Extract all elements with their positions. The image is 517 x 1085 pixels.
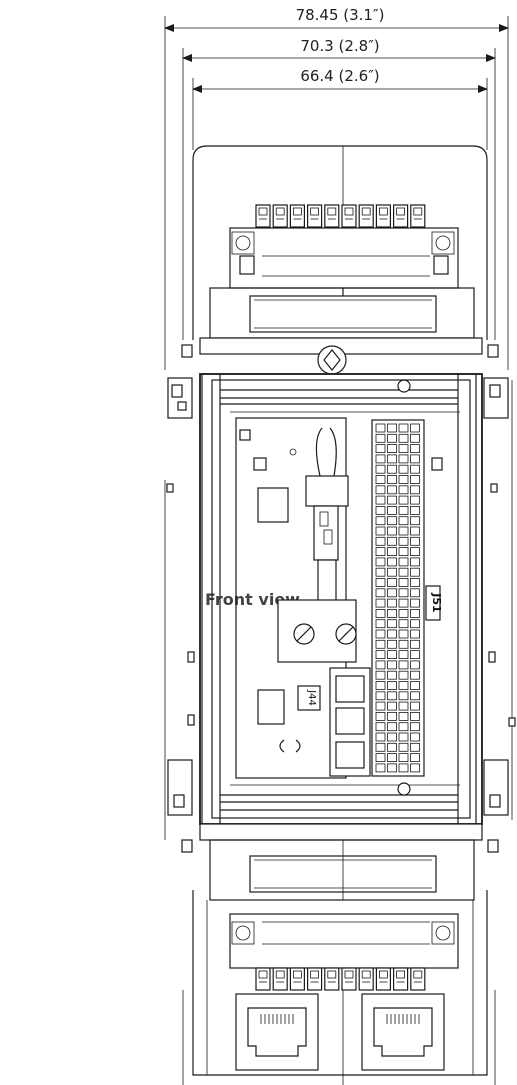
header-pin-grid: [375, 423, 420, 773]
dimension-66-4: 66.4 (2.6″): [192, 67, 488, 150]
dimension-78-45: 78.45 (3.1″): [164, 6, 509, 370]
bottom-housing: [182, 890, 496, 1085]
bottom-terminal-block: [229, 913, 459, 991]
j51-label: J51: [430, 592, 443, 612]
bottom-latch: [181, 823, 499, 901]
circuit-board: J44 J51: [235, 417, 443, 779]
top-latch: [181, 287, 499, 375]
top-terminal-screws: [255, 204, 426, 228]
top-housing: [192, 145, 488, 340]
dimension-66-4-label: 66.4 (2.6″): [300, 67, 379, 85]
j44-label: J44: [306, 689, 317, 706]
dimension-70-3: 70.3 (2.8″): [182, 37, 496, 340]
rj45-port-right: [361, 993, 445, 1071]
dimension-70-3-label: 70.3 (2.8″): [300, 37, 379, 55]
rj45-port-left: [235, 993, 319, 1071]
bottom-terminal-screws: [255, 967, 426, 991]
top-terminal-block: [229, 204, 459, 289]
front-view-label: Front view: [205, 590, 300, 609]
right-mounting-rail: [483, 377, 516, 820]
dimension-78-45-label: 78.45 (3.1″): [296, 6, 385, 24]
left-mounting-rail: [164, 377, 195, 840]
